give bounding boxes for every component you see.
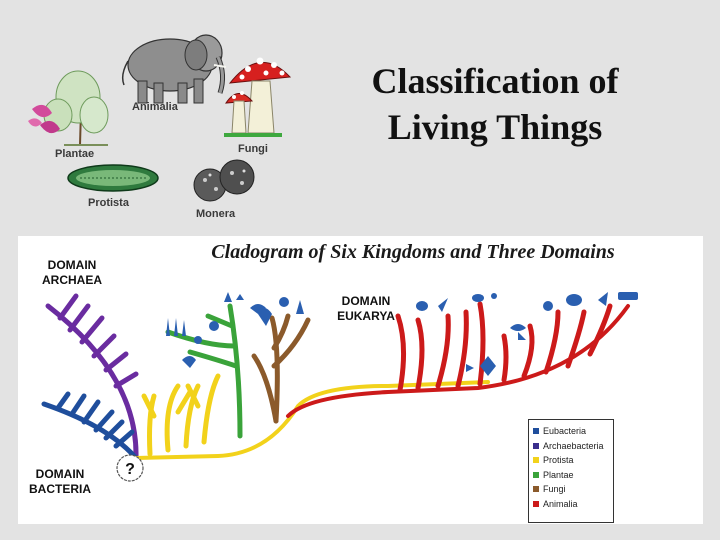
legend-item: Eubacteria bbox=[533, 424, 613, 439]
label-monera: Monera bbox=[196, 208, 236, 220]
legend-item: Animalia bbox=[533, 497, 613, 512]
domain-archaea-label: DOMAIN ARCHAEA bbox=[42, 258, 102, 287]
label-plantae: Plantae bbox=[55, 148, 95, 160]
legend-swatch bbox=[533, 486, 539, 493]
kingdoms-illustration bbox=[28, 34, 292, 202]
legend-item: Protista bbox=[533, 453, 613, 468]
legend-swatch bbox=[533, 471, 539, 478]
cladogram-title: Cladogram of Six Kingdoms and Three Doma… bbox=[211, 241, 615, 263]
animalia-branches bbox=[395, 301, 613, 393]
fungi-branches bbox=[251, 313, 311, 424]
label-protista: Protista bbox=[88, 197, 129, 209]
archaea-branches bbox=[45, 293, 139, 461]
bacteria-branches bbox=[41, 391, 139, 461]
domain-eukarya-label: DOMAIN EUKARYA bbox=[337, 294, 395, 323]
legend-item: Plantae bbox=[533, 468, 613, 483]
protista-branches bbox=[141, 373, 221, 457]
trunk-line bbox=[134, 380, 490, 460]
legend-swatch bbox=[533, 500, 539, 507]
cladogram-diagram: ? bbox=[41, 292, 638, 482]
elephant-icon bbox=[121, 34, 227, 104]
title-line-2: Living Things bbox=[387, 107, 603, 147]
plantae-branches bbox=[165, 303, 243, 439]
bacteria-icon bbox=[193, 159, 255, 202]
legend: Eubacteria Archaebacteria Protista Plant… bbox=[528, 419, 614, 523]
unknown-ancestor-mark: ? bbox=[125, 461, 135, 478]
page-title: Classification of Living Things bbox=[330, 58, 660, 150]
domain-bacteria-label: DOMAIN BACTERIA bbox=[29, 467, 91, 496]
organism-silhouettes bbox=[166, 292, 638, 376]
mushroom-icon bbox=[224, 57, 292, 137]
unknown-ancestor-circle bbox=[116, 454, 144, 482]
legend-item: Fungi bbox=[533, 482, 613, 497]
legend-swatch bbox=[533, 428, 539, 435]
title-line-1: Classification of bbox=[371, 61, 619, 101]
cladogram-panel: ? Cladogram of Six Kingdoms and Three Do… bbox=[18, 236, 703, 524]
legend-swatch bbox=[533, 457, 539, 464]
label-animalia: Animalia bbox=[132, 101, 178, 113]
paramecium-icon bbox=[67, 164, 159, 192]
legend-swatch bbox=[533, 442, 539, 449]
plant-icon bbox=[28, 70, 109, 146]
legend-item: Archaebacteria bbox=[533, 439, 613, 454]
label-fungi: Fungi bbox=[238, 143, 268, 155]
